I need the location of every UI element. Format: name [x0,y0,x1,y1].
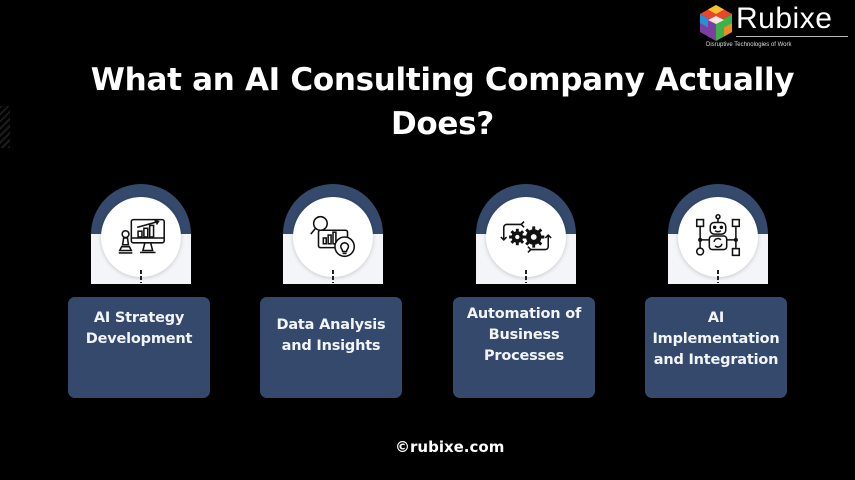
card-label: AI Strategy Development [85,310,193,347]
brand-logo: Rubixe Disruptive Technologies of Work [698,2,853,52]
card-label-box: AI Strategy Development [68,297,210,398]
card-label-box: Automation of Business Processes [453,297,595,398]
brand-name: Rubixe [736,2,833,35]
card-ai-implementation: AI Implementation and Integration [645,184,787,399]
icon-badge [293,197,373,277]
copyright-footer: ©rubixe.com [395,438,505,456]
page-title: What an AI Consulting Company Actually D… [40,58,845,146]
card-ai-strategy: AI Strategy Development [68,184,210,399]
robot-network-icon [695,213,741,257]
connector-line [332,270,334,283]
card-label: Data Analysis and Insights [276,317,386,354]
card-automation: Automation of Business Processes [453,184,595,399]
brand-tagline: Disruptive Technologies of Work [706,42,792,48]
card-label: Automation of Business Processes [466,306,582,364]
hexagon-cube-logo-icon [700,5,732,41]
card-header [283,184,383,284]
icon-badge [486,197,566,277]
connector-line [140,270,142,283]
magnifier-chart-lightbulb-icon [310,215,356,258]
gears-cycle-arrows-icon [500,220,552,254]
card-header [668,184,768,284]
icon-badge [678,197,758,277]
title-line-2: Does? [391,106,494,142]
card-label-box: Data Analysis and Insights [260,297,402,398]
decorative-stripes [0,106,10,148]
title-line-1: What an AI Consulting Company Actually [90,62,795,98]
icon-badge [101,197,181,277]
brand-divider [736,36,848,37]
connector-line [525,270,527,283]
connector-line [717,270,719,283]
card-header [91,184,191,284]
card-data-analysis: Data Analysis and Insights [260,184,402,399]
chess-pawn-monitor-chart-icon [118,218,165,254]
card-label: AI Implementation and Integration [652,310,780,368]
card-label-box: AI Implementation and Integration [645,297,787,398]
card-header [476,184,576,284]
